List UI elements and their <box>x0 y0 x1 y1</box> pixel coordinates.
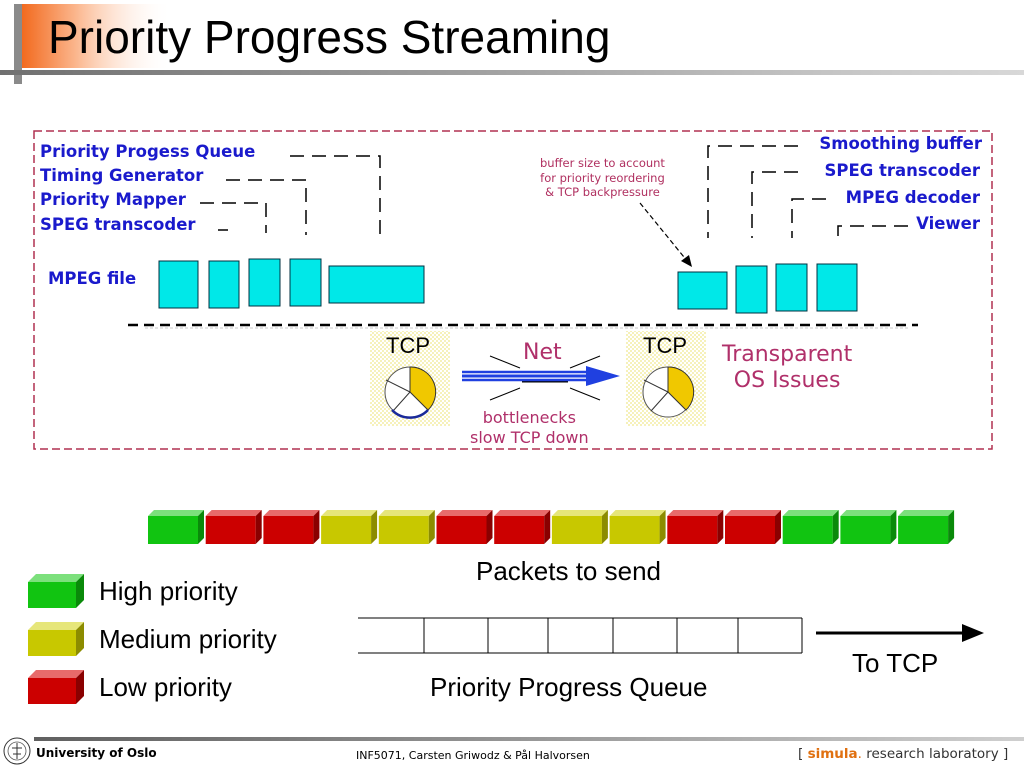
packet-low <box>667 510 724 544</box>
label-smoothing-buffer: Smoothing buffer <box>819 134 982 153</box>
legend-swatch-medium <box>28 622 84 656</box>
packet-medium <box>378 510 435 544</box>
receiver-buffer-block <box>677 271 728 310</box>
receiver-buffers <box>677 263 858 314</box>
tcp-right-label: TCP <box>643 333 687 358</box>
footer-course: INF5071, Carsten Griwodz & Pål Halvorsen <box>356 749 590 762</box>
label-mpeg-decoder: MPEG decoder <box>845 188 980 207</box>
to-tcp-label: To TCP <box>852 648 939 678</box>
receiver-buffer-block <box>775 263 808 312</box>
label-priority-progress-queue: Priority Progess Queue <box>40 142 256 161</box>
label-timing-generator: Timing Generator <box>40 166 204 185</box>
packet-high <box>840 510 897 544</box>
packet-medium <box>321 510 378 544</box>
queue-caption: Priority Progress Queue <box>430 672 708 702</box>
legend: High priority Medium priority Low priori… <box>24 568 304 718</box>
legend-swatch-low <box>28 670 84 704</box>
net-arrow-head <box>586 366 620 386</box>
tcp-left-pie <box>384 366 437 419</box>
buffer-size-note: buffer size to account for priority reor… <box>540 156 665 199</box>
packets-caption: Packets to send <box>476 556 661 586</box>
net-pipe <box>462 355 620 401</box>
footer-rule <box>34 737 1024 741</box>
label-speg-transcoder-receiver: SPEG transcoder <box>824 161 980 180</box>
footer-university: University of Oslo <box>36 746 157 760</box>
packet-medium <box>551 510 608 544</box>
footer-lab-logo: [ simula. research laboratory ] <box>798 746 1009 762</box>
packet-high <box>782 510 839 544</box>
sender-buffer-block <box>248 258 281 307</box>
label-speg-transcoder-sender: SPEG transcoder <box>40 215 196 234</box>
packet-low <box>205 510 262 544</box>
packet-high <box>148 510 204 544</box>
receiver-connectors <box>707 145 908 238</box>
sender-buffer-block <box>289 258 322 307</box>
tcp-right-pie <box>642 366 695 418</box>
sender-buffer-block <box>328 265 425 304</box>
architecture-diagram <box>33 130 993 450</box>
receiver-buffer-block <box>735 265 768 314</box>
bottleneck-note: bottlenecks slow TCP down <box>470 408 589 447</box>
slide-title: Priority Progress Streaming <box>48 11 611 63</box>
legend-label-high: High priority <box>99 576 238 606</box>
packet-low <box>436 510 493 544</box>
tcp-left-label: TCP <box>386 333 430 358</box>
buffer-note-arrow <box>639 202 692 267</box>
receiver-buffer-block <box>816 263 858 312</box>
university-seal-icon <box>3 737 31 765</box>
net-label: Net <box>523 340 562 365</box>
sender-buffer-block <box>158 260 199 309</box>
label-mpeg-file: MPEG file <box>48 269 137 288</box>
legend-swatch-high <box>28 574 84 608</box>
legend-label-low: Low priority <box>99 672 232 702</box>
packet-medium <box>609 510 666 544</box>
title-decoration <box>0 4 1024 84</box>
packet-high <box>898 510 955 544</box>
legend-label-medium: Medium priority <box>99 624 277 654</box>
sender-buffer-block <box>208 260 240 309</box>
sender-connectors <box>200 155 381 238</box>
priority-progress-queue <box>358 617 984 654</box>
packets-row <box>148 510 955 544</box>
packet-low <box>494 510 551 544</box>
sender-buffers <box>158 258 425 309</box>
label-priority-mapper: Priority Mapper <box>40 190 186 209</box>
packet-low <box>725 510 781 544</box>
diagram-frame <box>33 130 993 450</box>
os-issues-label: Transparent OS Issues <box>722 342 853 393</box>
label-viewer: Viewer <box>916 214 980 233</box>
packet-low <box>263 510 320 544</box>
to-tcp-arrow <box>816 624 984 642</box>
